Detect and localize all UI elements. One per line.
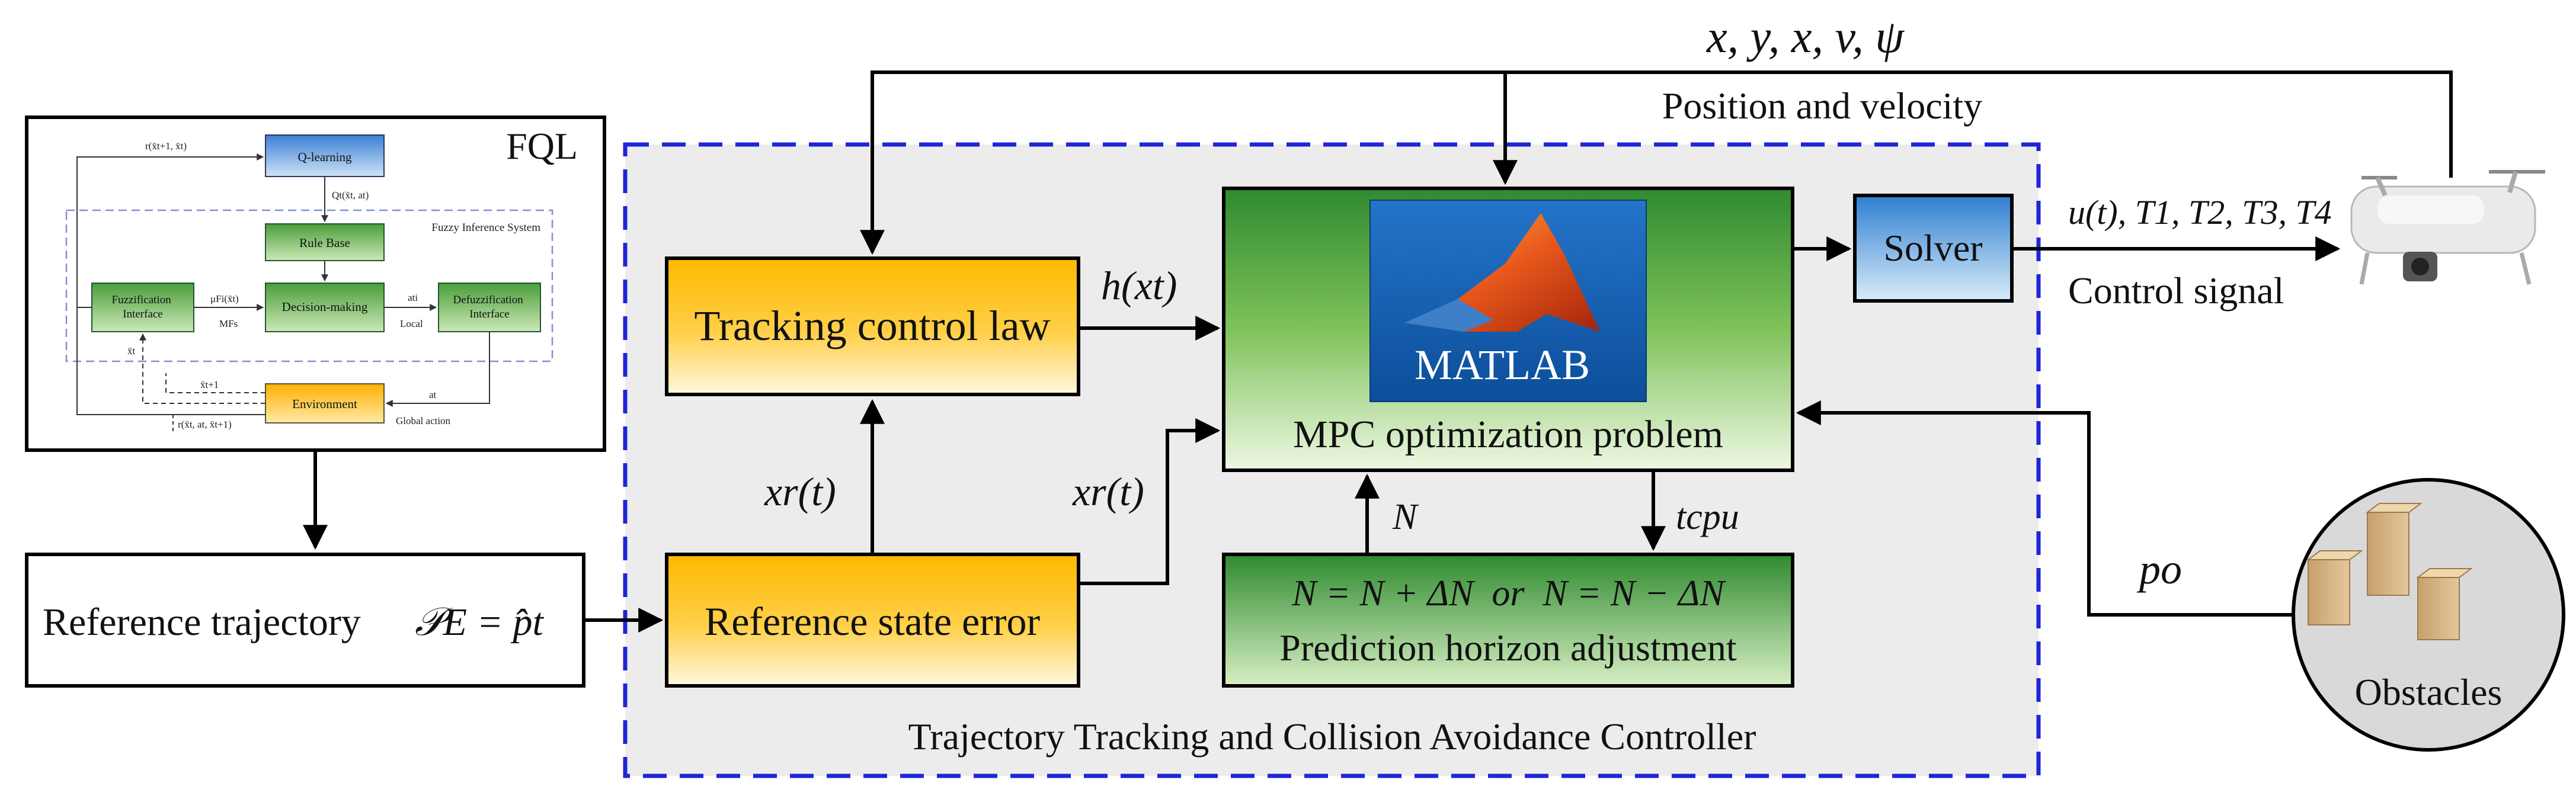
fis-dashed-box	[65, 209, 553, 362]
solver-box: Solver	[1853, 194, 2014, 303]
obstacles-label: Obstacles	[2355, 671, 2503, 713]
rule-base-label: Rule Base	[299, 236, 350, 250]
tracking-control-law-label: Tracking control law	[694, 302, 1050, 349]
reference-trajectory-formula: 𝒫E = p̂t	[415, 601, 544, 644]
x-t-label: x̄t	[127, 345, 136, 357]
reward-bottom-label: r(x̄t, at, x̄t+1)	[178, 419, 232, 430]
error-to-mpc-arrow	[1079, 418, 1221, 585]
position-velocity-feedback	[860, 70, 2453, 255]
mpc-box: MATLAB MPC optimization problem	[1222, 187, 1794, 472]
a-t-label: at	[429, 389, 437, 400]
reference-state-error-label: Reference state error	[705, 599, 1041, 644]
n-label: N	[1392, 497, 1419, 537]
po-label: po	[2136, 545, 2182, 593]
fuzzification-label: Fuzzification Interface	[112, 294, 174, 320]
rule-base-box	[265, 223, 385, 261]
horizon-formula: N = N + ΔN or N = N − ΔN	[1291, 573, 1726, 614]
solver-label: Solver	[1883, 227, 1982, 269]
horizon-label: Prediction horizon adjustment	[1279, 627, 1737, 669]
prediction-horizon-box: N = N + ΔN or N = N − ΔN Prediction hori…	[1222, 553, 1794, 688]
drone-icon	[2350, 170, 2545, 285]
reward-top-label: r(x̄t+1, x̄t)	[145, 140, 187, 152]
mfs-label: MFs	[219, 318, 238, 329]
h-label: h(xt)	[1101, 263, 1177, 308]
mpc-label: MPC optimization problem	[1293, 413, 1723, 456]
tcpu-label: tcpu	[1676, 497, 1739, 537]
global-action-label: Global action	[396, 415, 451, 426]
decision-making-label: Decision-making	[282, 300, 368, 314]
mu-label: μFi(x̄t)	[210, 293, 239, 304]
reference-trajectory-box: Reference trajectory 𝒫E = p̂t	[25, 553, 585, 688]
defuzzification-box	[438, 283, 541, 332]
position-velocity-caption: Position and velocity	[1662, 85, 1982, 127]
fql-panel: FQL Fuzzy Inference System Q-learning Ru…	[25, 115, 606, 452]
control-signal-caption: Control signal	[2068, 269, 2284, 312]
fql-title: FQL	[506, 125, 578, 167]
environment-label: Environment	[292, 397, 357, 411]
obstacles-group: Obstacles	[2292, 478, 2565, 752]
fuzzification-box	[91, 283, 194, 332]
reference-trajectory-label: Reference trajectory	[43, 601, 361, 644]
a-local-label: ati	[408, 292, 418, 303]
q-value-label: Qt(x̄t, at)	[332, 190, 369, 201]
fis-label: Fuzzy Inference System	[431, 222, 540, 234]
tracking-control-law-box: Tracking control law	[665, 256, 1080, 396]
control-output-label: u(t), T1, T2, T3, T4	[2068, 193, 2332, 232]
box-icon	[2366, 503, 2423, 596]
box-icon	[2306, 550, 2363, 625]
defuzzification-label: Defuzzification Interface	[453, 294, 526, 320]
matlab-logo: MATLAB	[1369, 200, 1647, 402]
q-learning-box	[265, 134, 385, 177]
xr-right-label: xr(t)	[1072, 469, 1144, 514]
q-learning-label: Q-learning	[298, 150, 352, 164]
obstacles-to-mpc-arrow	[1796, 400, 2293, 617]
state-vars-label: x, y, x, v, ψ	[1706, 11, 1905, 62]
box-icon	[2416, 568, 2473, 640]
local-label: Local	[400, 318, 423, 329]
matlab-logo-text: MATLAB	[1415, 341, 1590, 389]
x-next-label: x̄t+1	[200, 379, 219, 390]
controller-caption: Trajectory Tracking and Collision Avoida…	[908, 715, 1756, 758]
xr-left-label: xr(t)	[764, 469, 836, 514]
reference-state-error-box: Reference state error	[665, 553, 1080, 688]
decision-making-box	[265, 283, 385, 332]
